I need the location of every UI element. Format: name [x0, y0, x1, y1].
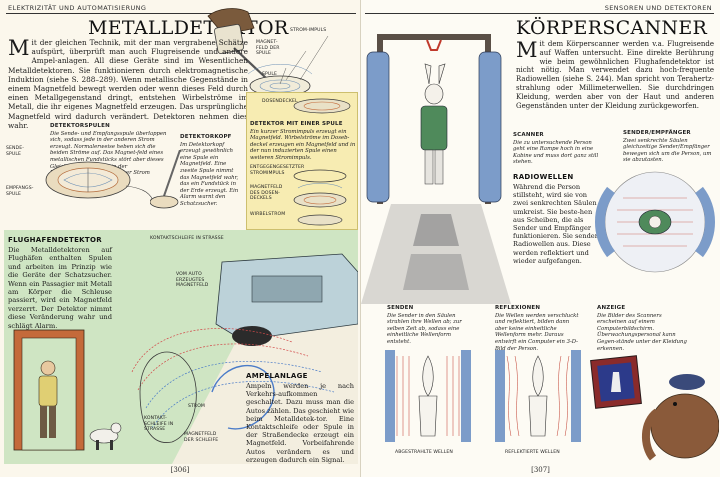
airport-text: Die Metalldetektoren auf Flughäfen entha…	[8, 246, 112, 330]
label-reflected-waves: REFLEKTIERTE WELLEN	[505, 450, 560, 455]
airport-gate-illustration	[13, 329, 122, 451]
step-reflect-title: REFLEXIONEN	[495, 305, 541, 311]
label-contact-loop: KONTAKT-SCHLEIFE IN STRASSE	[144, 416, 174, 433]
step-send-title: SENDEN	[387, 305, 414, 311]
single-coil-title: DETEKTOR MIT EINER SPULE	[250, 121, 343, 127]
detector-head-illustration	[150, 150, 181, 209]
step-reflect-text: Die Wellen werden verschluckt und reflek…	[495, 312, 579, 352]
label-current-pulse: STROM-IMPULS	[290, 28, 327, 33]
top-view-scan-diagram	[594, 171, 716, 273]
display-illustration	[590, 355, 719, 461]
page-title-body-scanner: KÖRPERSCANNER	[516, 17, 708, 39]
scanner-caption: SCANNER Die zu untersuchende Person geht…	[513, 132, 603, 166]
detector-coils-diagram	[45, 161, 155, 205]
label-current: STROM	[188, 404, 205, 409]
emitted-waves-illustration	[385, 350, 471, 442]
body-scanner-illustration	[361, 34, 511, 304]
label-opposite-current: ENTGEGENGESETZTER STROMIMPULS	[250, 165, 305, 176]
intro-text: it der gleichen Technik, mit der man ver…	[8, 38, 248, 130]
radio-waves-title: RADIOWELLEN	[513, 173, 574, 181]
single-coil-diagram	[293, 169, 347, 226]
label-contact-loop-street: KONTAKTSCHLEIFE IN STRASSE	[150, 236, 224, 241]
step-display-text: Die Bilder des Scanners erscheinen auf e…	[597, 312, 687, 352]
reflected-waves-illustration	[495, 350, 581, 442]
drop-cap: M	[8, 36, 30, 60]
running-head-right: SENSOREN UND DETEKTOREN	[604, 4, 712, 12]
label-car-field: VOM AUTO ERZEUGTES MAGNETFELD	[176, 272, 209, 289]
left-page: ELEKTRIZITÄT UND AUTOMATISIERUNG METALLD…	[0, 0, 360, 477]
header-rule	[365, 13, 714, 14]
folio-right: [307]	[531, 466, 550, 474]
label-lid-field: MAGNETFELD DES DOSEN-DECKELS	[250, 185, 283, 202]
radio-waves-text: Während die Person stillsteht, wird sie …	[513, 183, 599, 265]
sender-caption: SENDER/EMPFÄNGER Zwei senkrechte Säulen …	[623, 130, 717, 164]
label-eddy-current: WIRBELSTROM	[250, 212, 286, 217]
step-display-caption: ANZEIGE Die Bilder des Scanners erschein…	[597, 305, 687, 352]
step-display-title: ANZEIGE	[597, 305, 626, 311]
single-coil-caption: DETEKTOR MIT EINER SPULE Ein kurzer Stro…	[250, 121, 356, 162]
label-coil-field: MAGNET-FELD DER SPULE	[256, 40, 280, 57]
step-send-caption: SENDEN Die Sender in den Säulen strahlen…	[387, 305, 469, 346]
label-receive-coil: EMPFANGS-SPULE	[6, 186, 34, 197]
metal-detector-illustration	[207, 8, 329, 105]
detector-coils-title: DETEKTORSPULEN	[50, 123, 110, 129]
folio-left: [306]	[170, 466, 190, 474]
sender-text: Zwei senkrechte Säulen gleichzeitige Sen…	[623, 137, 712, 164]
running-head-left: ELEKTRIZITÄT UND AUTOMATISIERUNG	[8, 4, 147, 12]
traffic-title: AMPELANLAGE	[246, 372, 308, 380]
scanner-text: Die zu untersuchende Person geht eine Ra…	[513, 139, 599, 166]
lid-illustration	[293, 98, 351, 114]
label-loop-field: MAGNETFELD DER SCHLEIFE	[184, 432, 219, 443]
single-coil-box	[246, 92, 358, 230]
drop-cap: M	[516, 38, 538, 62]
airport-title: FLUGHAFENDETEKTOR	[8, 236, 102, 244]
scanner-title: SCANNER	[513, 132, 544, 138]
sender-title: SENDER/EMPFÄNGER	[623, 130, 691, 136]
label-lid: DOSENDECKEL	[262, 99, 298, 104]
detector-head-text: Im Detektorkopf erzeugt gewöhnlich eine …	[180, 141, 239, 207]
label-send-coil: SENDE-SPULE	[6, 146, 24, 157]
detector-head-caption: DETEKTORKOPF Im Detektorkopf erzeugt gew…	[180, 134, 244, 208]
label-emitted-waves: ABGESTRAHLTE WELLEN	[395, 450, 453, 455]
traffic-text: Ampeln werden je nach Verkehrs-aufkommen…	[246, 382, 355, 464]
label-coil: SPULE	[262, 72, 278, 77]
detector-head-title: DETEKTORKOPF	[180, 134, 232, 140]
step-reflect-caption: REFLEXIONEN Die Wellen werden verschluck…	[495, 305, 583, 352]
header-rule	[6, 13, 356, 14]
scanner-intro-text: it dem Körperscanner werden v.a. Flugrei…	[516, 40, 714, 110]
traffic-illustration	[131, 253, 358, 464]
step-send-text: Die Sender in den Säulen strahlen ihre W…	[387, 312, 462, 345]
single-coil-text: Ein kurzer Stromimpuls erzeugt ein Magne…	[250, 128, 356, 161]
